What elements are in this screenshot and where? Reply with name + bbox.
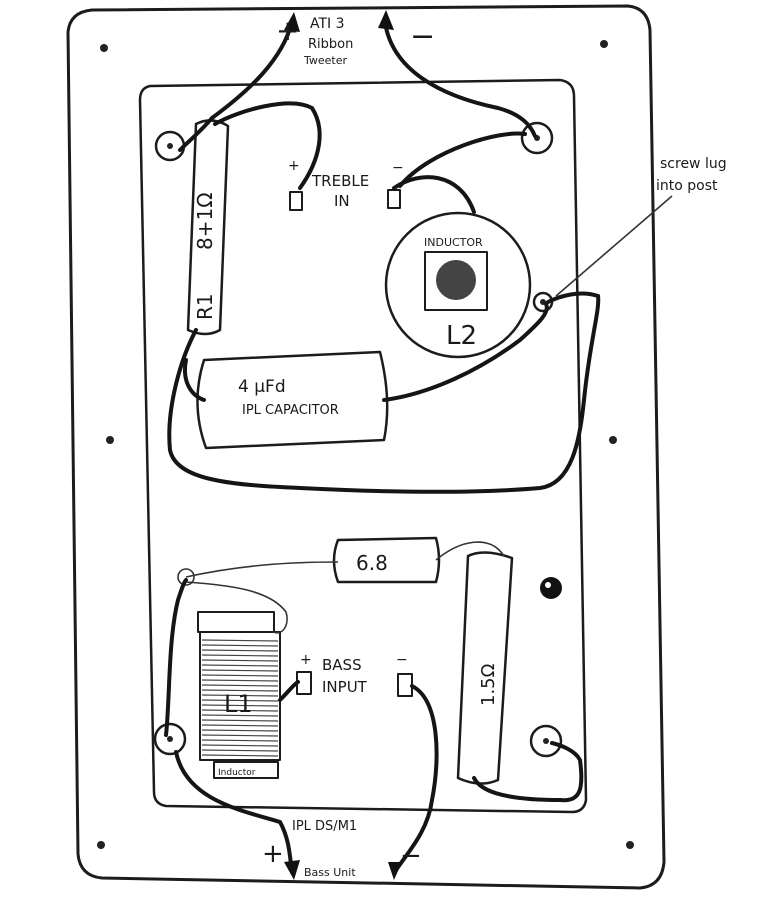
coil-winding-line xyxy=(201,739,279,742)
l1-caption: Inductor xyxy=(218,768,256,778)
coil-winding-line xyxy=(201,644,279,647)
top-minus-sign: − xyxy=(410,19,435,54)
coil-winding-line xyxy=(201,664,279,667)
inner-board xyxy=(138,78,588,814)
mounting-holes xyxy=(97,40,634,849)
coil-winding-line xyxy=(201,679,279,682)
outer-board xyxy=(66,4,666,890)
post-top-right xyxy=(520,121,554,155)
resistor-68-body xyxy=(332,536,441,584)
bottom-label-line1: IPL DS/M1 xyxy=(292,819,357,834)
capacitor-body xyxy=(196,350,389,450)
post-dark xyxy=(540,577,562,599)
inductor-l2-body xyxy=(384,211,532,359)
coil-winding-line xyxy=(201,649,279,652)
top-label-line3: Tweeter xyxy=(303,54,348,67)
r1-value: 8+1Ω xyxy=(193,193,217,251)
coil-winding-line xyxy=(201,749,279,752)
coil-winding-line xyxy=(201,714,279,717)
top-label-line2: Ribbon xyxy=(308,37,353,52)
l1-name: L1 xyxy=(224,690,253,718)
coil-winding-line xyxy=(201,704,279,707)
arrowheads xyxy=(284,10,402,880)
coil-winding-line xyxy=(201,744,279,747)
bass-label-line1: BASS xyxy=(322,656,362,674)
coil-winding-line xyxy=(201,684,279,687)
coil-winding-line xyxy=(201,674,279,677)
r1-name: R1 xyxy=(193,293,217,320)
coil-winding-line xyxy=(201,699,279,702)
coil-winding-line xyxy=(201,709,279,712)
bottom-minus-sign: − xyxy=(400,841,422,871)
coil-winding-line xyxy=(201,719,279,722)
coil-winding-line xyxy=(201,724,279,727)
capacitor-value: 4 μFd xyxy=(238,377,286,397)
bass-plus-sign: + xyxy=(300,652,312,668)
top-label-line1: ATI 3 xyxy=(310,16,345,32)
coil-winding-line xyxy=(201,729,279,732)
l2-caption: INDUCTOR xyxy=(424,236,483,249)
post-bottom-right xyxy=(529,724,563,758)
treble-plus-tag xyxy=(289,191,303,211)
treble-label-line1: TREBLE xyxy=(311,172,369,190)
coil-winding-line xyxy=(201,669,279,672)
wires xyxy=(164,20,601,874)
bass-minus-tag xyxy=(397,673,413,697)
capacitor-type: IPL CAPACITOR xyxy=(242,403,339,418)
post-bottom-left xyxy=(153,722,187,756)
note-line1: screw lug xyxy=(660,156,727,172)
top-plus-sign: + xyxy=(276,14,299,47)
inductor-l1-body xyxy=(197,611,281,779)
resistor-68-value: 6.8 xyxy=(356,551,388,575)
coil-winding-line xyxy=(201,639,279,642)
treble-minus-tag xyxy=(387,189,401,209)
treble-plus-sign: + xyxy=(288,158,300,174)
treble-label-line2: IN xyxy=(334,192,350,210)
l2-name: L2 xyxy=(446,321,477,351)
bottom-plus-sign: + xyxy=(262,839,284,869)
coil-winding-line xyxy=(201,734,279,737)
coil-winding-line xyxy=(201,689,279,692)
post-top-left xyxy=(154,130,186,162)
resistor-15-value: 1.5Ω xyxy=(478,663,499,706)
coil-winding-line xyxy=(201,654,279,657)
resistor-15-body xyxy=(456,551,514,785)
bass-minus-sign: − xyxy=(396,652,408,668)
post-small-left xyxy=(177,568,195,586)
note-leader-line xyxy=(555,195,673,297)
treble-minus-sign: − xyxy=(392,160,404,176)
note-line2: into post xyxy=(656,178,718,194)
coil-winding-line xyxy=(201,694,279,697)
coil-winding-line xyxy=(201,754,279,757)
bass-label-line2: INPUT xyxy=(322,678,368,696)
bottom-label-line2: Bass Unit xyxy=(304,866,356,879)
coil-winding-line xyxy=(201,659,279,662)
